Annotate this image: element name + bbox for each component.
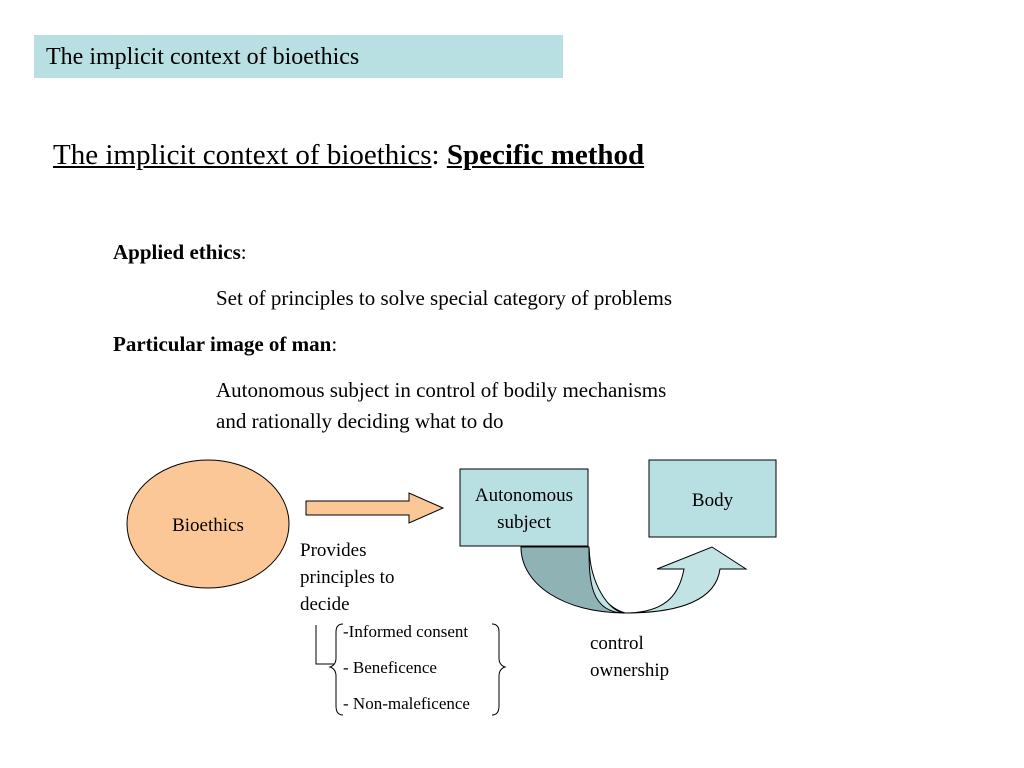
heading-separator: : xyxy=(431,139,447,171)
applied-ethics-heading: Applied ethics: xyxy=(113,237,247,267)
provides-line-1: Provides xyxy=(300,540,367,561)
right-arrow-icon xyxy=(305,492,445,524)
autonomous-label-line-1: Autonomous xyxy=(474,485,574,506)
bioethics-label: Bioethics xyxy=(172,515,244,536)
slide-banner: The implicit context of bioethics xyxy=(34,35,563,78)
body-box xyxy=(648,459,777,538)
applied-ethics-text: Set of principles to solve special categ… xyxy=(216,286,673,310)
bracket-connector xyxy=(315,625,334,665)
heading-main: The implicit context of bioethics xyxy=(53,139,432,171)
principle-item: - Non-maleficence xyxy=(343,694,470,713)
autonomous-subject-box xyxy=(459,468,589,547)
curved-arrow-back-icon xyxy=(520,546,626,614)
control-label: control xyxy=(590,633,644,654)
image-of-man-heading: Particular image of man: xyxy=(113,329,337,359)
slide-heading: The implicit context of bioethics: Speci… xyxy=(53,137,644,173)
heading-emphasis: Specific method xyxy=(446,139,645,171)
right-brace-icon xyxy=(491,623,507,716)
principle-item: -Informed consent xyxy=(343,622,469,641)
body-label: Body xyxy=(691,490,734,511)
applied-ethics-colon: : xyxy=(240,240,247,264)
image-of-man-colon: : xyxy=(331,332,338,356)
provides-line-3: decide xyxy=(300,594,350,615)
banner-title: The implicit context of bioethics xyxy=(46,44,360,70)
principle-item: - Beneficence xyxy=(343,658,437,677)
applied-ethics-label: Applied ethics xyxy=(113,240,241,264)
bioethics-ellipse xyxy=(126,459,290,589)
curved-arrow-head-icon xyxy=(588,546,748,614)
ownership-label: ownership xyxy=(590,660,670,681)
provides-line-2: principles to xyxy=(300,567,395,588)
image-of-man-line-1: Autonomous subject in control of bodily … xyxy=(216,378,667,402)
image-of-man-label: Particular image of man xyxy=(113,332,332,356)
left-brace-icon xyxy=(328,623,344,716)
autonomous-label-line-2: subject xyxy=(497,512,551,533)
image-of-man-line-2: and rationally deciding what to do xyxy=(216,409,504,433)
